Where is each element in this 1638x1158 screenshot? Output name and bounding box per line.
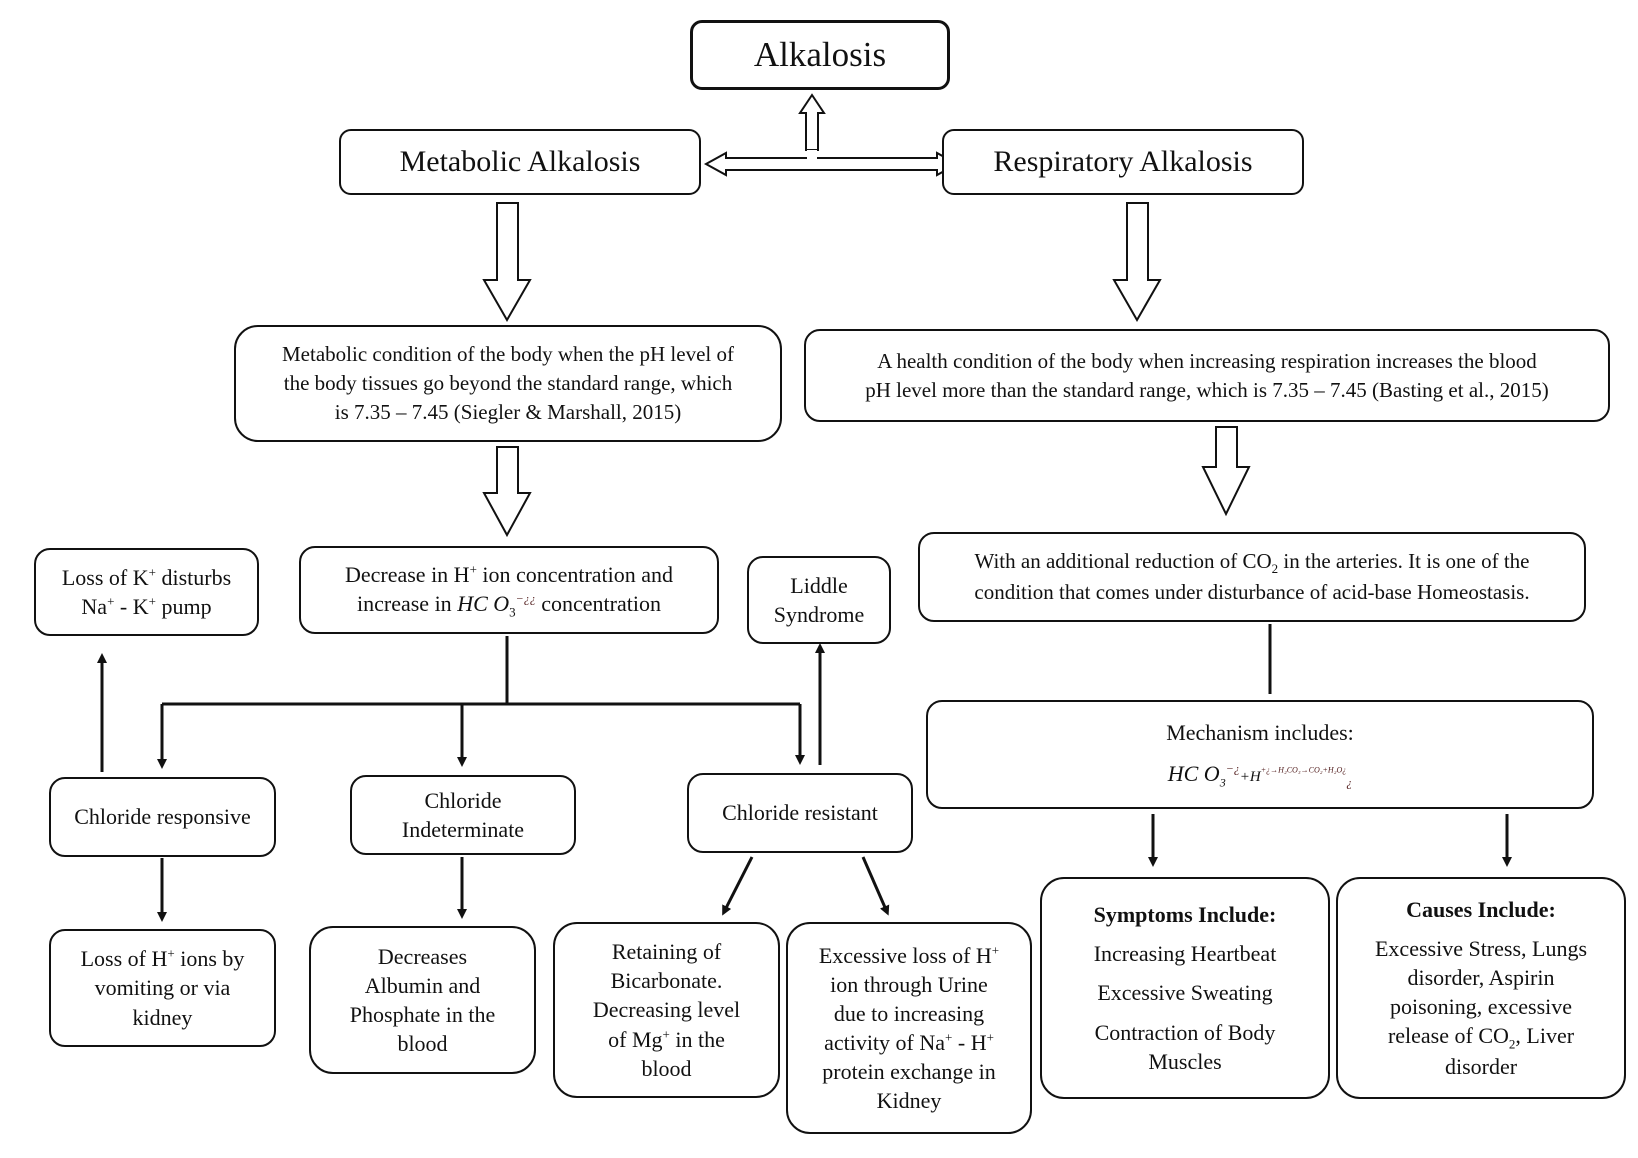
arrow-joint-fill [807, 150, 817, 164]
metabolic-definition-line: Metabolic condition of the body when the… [282, 342, 734, 367]
metabolic-alkalosis-box: Metabolic Alkalosis [339, 129, 701, 195]
excessive-loss-box: Excessive loss of H+ ion through Urine d… [786, 922, 1032, 1134]
increase-hco3-line: increase in HC O3−¿¿ concentration [357, 590, 661, 620]
loss-h-line: vomiting or via [94, 975, 231, 1001]
mechanism-heading: Mechanism includes: [1166, 719, 1354, 745]
metabolic-alkalosis-label: Metabolic Alkalosis [399, 145, 641, 179]
albumin-phosphate-box: Decreases Albumin and Phosphate in the b… [309, 926, 536, 1074]
causes-line: poisoning, excessive [1389, 993, 1573, 1019]
hollow-arrow-metabolic-1 [482, 202, 532, 323]
causes-line: release of CO2, Liver [1387, 1022, 1575, 1052]
arrow-to-excess-loss [861, 856, 890, 916]
albumin-line: Phosphate in the [349, 1002, 496, 1027]
albumin-line: Decreases [377, 943, 468, 969]
respiratory-definition-line: A health condition of the body when incr… [877, 348, 1537, 373]
symptom-item: Contraction of Body [1094, 1019, 1276, 1045]
chloride-resistant-label: Chloride resistant [722, 800, 878, 826]
bicarb-line: Retaining of [611, 939, 722, 965]
loss-h-ions-box: Loss of H+ ions by vomiting or via kidne… [49, 929, 276, 1047]
metabolic-definition-line: the body tissues go beyond the standard … [283, 371, 733, 396]
albumin-line: Albumin and [364, 972, 481, 998]
excess-loss-line: due to increasing [833, 1000, 985, 1026]
chloride-responsive-box: Chloride responsive [49, 777, 276, 857]
chloride-responsive-label: Chloride responsive [74, 804, 251, 830]
loss-k-line: Loss of K+ disturbs [61, 564, 232, 590]
symptoms-box: Symptoms Include: Increasing Heartbeat E… [1040, 877, 1330, 1099]
loss-k-box: Loss of K+ disturbs Na+ - K+ pump [34, 548, 259, 636]
syndrome-line: Syndrome [773, 602, 865, 627]
title-branch-arrow [703, 93, 960, 177]
respiratory-alkalosis-label: Respiratory Alkalosis [993, 145, 1253, 179]
excess-loss-line: ion through Urine [830, 971, 988, 997]
hollow-arrow-respiratory-2 [1201, 426, 1251, 517]
metabolic-definition-box: Metabolic condition of the body when the… [234, 325, 782, 442]
mechanism-formula: HC O3−¿+H+¿→H₂CO₃→CO₂+H₂O¿¿ [1167, 760, 1353, 790]
co2-line: condition that comes under disturbance o… [974, 580, 1530, 605]
co2-line: With an additional reduction of CO2 in t… [974, 548, 1530, 577]
page-title: Alkalosis [753, 34, 887, 74]
liddle-line: Liddle [790, 572, 848, 598]
causes-box: Causes Include: Excessive Stress, Lungs … [1336, 877, 1626, 1099]
liddle-syndrome-box: Liddle Syndrome [747, 556, 891, 644]
symptom-item: Excessive Sweating [1097, 980, 1273, 1006]
respiratory-alkalosis-box: Respiratory Alkalosis [942, 129, 1304, 195]
excess-loss-line: Excessive loss of H+ [818, 942, 1000, 968]
na-k-pump-line: Na+ - K+ pump [81, 593, 212, 619]
hollow-arrow-respiratory-1 [1112, 202, 1162, 323]
excess-loss-line: Kidney [876, 1088, 942, 1114]
hollow-arrow-metabolic-2 [482, 446, 532, 538]
symptoms-heading: Symptoms Include: [1093, 902, 1277, 928]
causes-line: disorder, Aspirin [1407, 964, 1555, 990]
bicarb-line: Decreasing level [592, 997, 741, 1023]
co2-reduction-box: With an additional reduction of CO2 in t… [918, 532, 1586, 622]
loss-h-line: Loss of H+ ions by [80, 946, 245, 972]
chloride-indeterminate-line: Indeterminate [401, 817, 525, 842]
symptom-item: Increasing Heartbeat [1093, 941, 1277, 967]
chloride-indeterminate-line: Chloride [424, 787, 502, 813]
decrease-h-line: Decrease in H+ ion concentration and [344, 561, 674, 587]
alkalosis-title-box: Alkalosis [690, 20, 950, 90]
bicarb-line: blood [641, 1055, 692, 1081]
bicarb-line: Bicarbonate. [610, 968, 723, 994]
bicarbonate-box: Retaining of Bicarbonate. Decreasing lev… [553, 922, 780, 1098]
chloride-indeterminate-box: Chloride Indeterminate [350, 775, 576, 855]
causes-line: disorder [1444, 1054, 1518, 1080]
arrow-to-bicarb [722, 856, 754, 916]
excess-loss-line: activity of Na+ - H+ [824, 1029, 994, 1055]
excess-loss-line: protein exchange in [822, 1059, 996, 1085]
causes-line: Excessive Stress, Lungs [1374, 935, 1588, 961]
decrease-h-ion-box: Decrease in H+ ion concentration and inc… [299, 546, 719, 634]
chloride-resistant-box: Chloride resistant [687, 773, 913, 853]
albumin-line: blood [397, 1031, 448, 1057]
bicarb-line: of Mg+ in the [608, 1026, 725, 1052]
mechanism-box: Mechanism includes: HC O3−¿+H+¿→H₂CO₃→CO… [926, 700, 1594, 809]
loss-h-line: kidney [132, 1004, 193, 1030]
metabolic-definition-line: is 7.35 – 7.45 (Siegler & Marshall, 2015… [334, 399, 682, 424]
causes-heading: Causes Include: [1406, 896, 1556, 922]
respiratory-definition-box: A health condition of the body when incr… [804, 329, 1610, 422]
symptom-item: Muscles [1148, 1048, 1222, 1074]
respiratory-definition-line: pH level more than the standard range, w… [865, 377, 1549, 402]
